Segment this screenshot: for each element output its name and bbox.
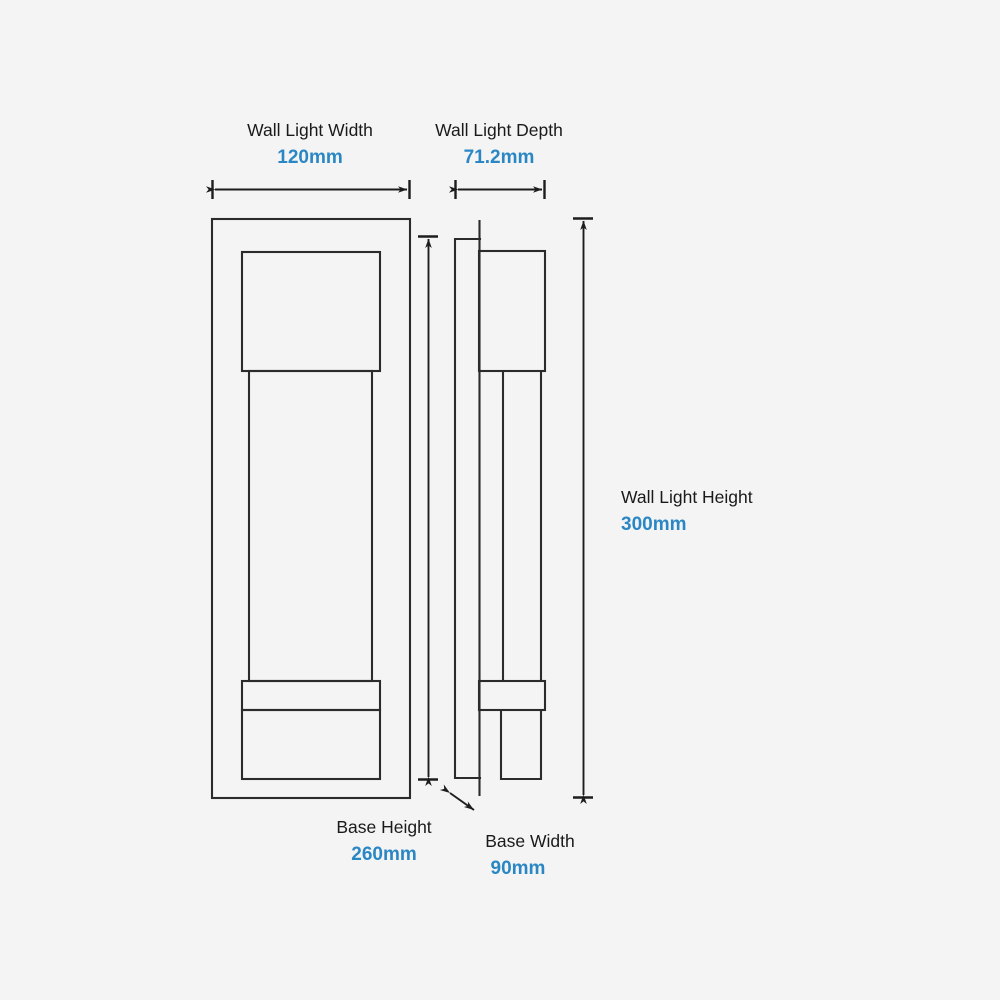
label-base-width: Base Width 90mm xyxy=(485,831,574,879)
front-collar-band-outline xyxy=(240,679,382,712)
wall-light-width-label: Wall Light Width xyxy=(247,120,373,140)
wall-light-depth-label: Wall Light Depth xyxy=(435,120,563,140)
label-base-height: Base Height 260mm xyxy=(336,817,431,865)
wall-light-width-value: 120mm xyxy=(277,147,343,168)
base-width-value: 90mm xyxy=(491,858,546,879)
side-upper-head-outline xyxy=(477,249,547,373)
dimension-wall-light-depth xyxy=(449,180,546,199)
label-wall-light-depth: Wall Light Depth 71.2mm xyxy=(435,120,563,168)
wall-light-height-label: Wall Light Height xyxy=(621,487,753,507)
side-wallplate-outline xyxy=(453,237,482,780)
base-height-label: Base Height xyxy=(336,817,431,837)
front-elevation-view xyxy=(210,217,412,800)
wall-light-height-value: 300mm xyxy=(621,514,687,535)
base-width-label: Base Width xyxy=(485,831,574,851)
front-lower-box-outline xyxy=(240,708,382,781)
side-elevation-view xyxy=(453,219,547,797)
dimension-wall-light-width xyxy=(206,180,411,199)
front-backplate-outline xyxy=(210,217,412,800)
front-center-column-outline xyxy=(247,369,374,683)
front-upper-head-outline xyxy=(240,250,382,373)
base-height-value: 260mm xyxy=(351,844,417,865)
side-lower-box-outline xyxy=(499,708,543,781)
label-wall-light-height: Wall Light Height 300mm xyxy=(621,487,753,535)
dimension-base-height xyxy=(418,235,438,786)
label-wall-light-width: Wall Light Width 120mm xyxy=(247,120,373,168)
side-collar-band-outline xyxy=(477,679,547,712)
dimension-base-width xyxy=(439,784,475,811)
base-width-arrow-line xyxy=(439,784,475,811)
dimension-wall-light-height xyxy=(573,217,593,804)
wall-light-depth-value: 71.2mm xyxy=(464,147,535,168)
